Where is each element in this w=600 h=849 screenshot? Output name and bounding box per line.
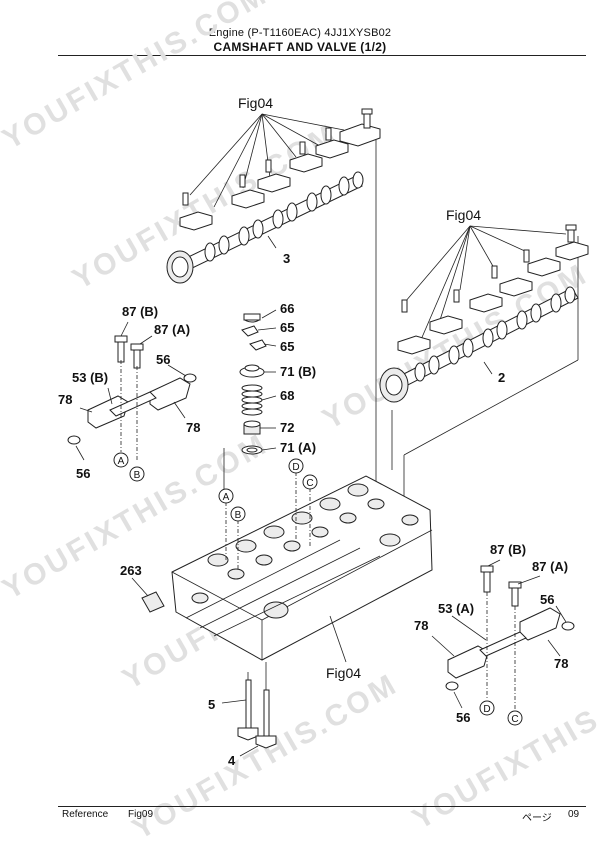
- watermark-text: YOUFIXTHIS.COM: [0, 0, 274, 156]
- circled-ref-d-right: D: [483, 704, 490, 715]
- valve-spring-stack: [239, 309, 277, 455]
- callout-part-56-right-bot: 56: [456, 710, 470, 725]
- callout-part-78-right-b: 78: [554, 656, 568, 671]
- callout-part-66: 66: [280, 301, 294, 316]
- rocker-left-centerlines: [120, 360, 138, 462]
- part-68-spring: [241, 384, 263, 416]
- cylinder-head: [171, 475, 433, 663]
- clip-56-left-bot: [67, 435, 81, 445]
- camshaft-exhaust-assembly: [166, 108, 381, 284]
- header-divider: [58, 55, 586, 56]
- callout-part-78-left-b: 78: [186, 420, 200, 435]
- callout-part-78-left-a: 78: [58, 392, 72, 407]
- bolt-87b-right: [483, 569, 491, 593]
- clip-56-right-bot: [445, 681, 459, 691]
- callout-part-78-right-a: 78: [414, 618, 428, 633]
- bearing-caps-top: [179, 108, 381, 231]
- rocker-arm-right-assembly: [431, 559, 575, 710]
- cylinder-head-ports: [191, 483, 419, 619]
- valve-stem-5: [245, 679, 252, 729]
- callout-part-4: 4: [228, 753, 236, 768]
- cylinder-head-details: [185, 539, 381, 637]
- footer-divider: [58, 806, 586, 807]
- rocker-arm-78-left-b: [149, 377, 191, 411]
- rocker-right-leaders: [431, 559, 567, 709]
- footer-page-label: ページ: [522, 813, 552, 824]
- circled-refs-left: A B: [113, 452, 145, 482]
- circled-ref-c-right: C: [511, 714, 518, 725]
- footer-page-number: 09: [568, 809, 580, 820]
- circled-ref-a-left: A: [118, 456, 125, 467]
- bearing-caps-right: [397, 224, 589, 355]
- callout-part-71a: 71 (A): [280, 440, 316, 455]
- valve-stem-4: [263, 689, 270, 737]
- rocker-arm-78-right-b: [519, 607, 561, 641]
- spring-leader-lines: [257, 309, 277, 451]
- callout-part-5: 5: [208, 697, 215, 712]
- callout-labels: Fig04 Fig04 Fig04 3 2 66 65 65 71 (B) 68…: [58, 95, 568, 768]
- callout-part-53b: 53 (B): [72, 370, 108, 385]
- leader-lines-fig04-right: [404, 225, 567, 343]
- callout-fig04-bottom: Fig04: [326, 665, 361, 681]
- valve-head-5: [237, 727, 259, 741]
- header-engine-model: Engine (P-T1160EAC) 4JJ1XYSB02: [208, 27, 392, 39]
- callout-part-56-left-top: 56: [156, 352, 170, 367]
- callout-part-87a-left: 87 (A): [154, 322, 190, 337]
- callout-part-65-b: 65: [280, 339, 294, 354]
- valve-head-4: [255, 735, 277, 749]
- bolt-87b-left: [117, 339, 125, 363]
- callout-part-263: 263: [120, 563, 142, 578]
- callout-part-87b-right: 87 (B): [490, 542, 526, 557]
- circled-ref-d-head: D: [292, 462, 299, 473]
- part-65-b: [249, 339, 267, 351]
- rocker-left-leaders: [75, 321, 187, 461]
- callout-part-65-a: 65: [280, 320, 294, 335]
- plug-263: [131, 577, 165, 613]
- rocker-shaft-53b: [109, 391, 157, 417]
- rocker-arm-78-left-a: [87, 395, 129, 429]
- circled-ref-a-head: A: [223, 492, 230, 503]
- callout-part-71b: 71 (B): [280, 364, 316, 379]
- callout-part-72: 72: [280, 420, 294, 435]
- camshaft-3: [166, 171, 364, 284]
- part-65-a: [241, 325, 259, 337]
- circled-refs-head: A B D C: [218, 458, 318, 570]
- footer-reference-value: Fig09: [128, 809, 154, 820]
- footer-reference-label: Reference: [62, 809, 109, 820]
- rocker-shaft-53a: [479, 631, 527, 657]
- circled-ref-c-head: C: [306, 478, 313, 489]
- bolt-87a-right: [511, 585, 519, 607]
- valves: [221, 662, 277, 757]
- callout-part-87b-left: 87 (B): [122, 304, 158, 319]
- camshaft-intake-assembly: [379, 224, 589, 403]
- header-section-title: CAMSHAFT AND VALVE (1/2): [213, 40, 387, 54]
- callout-part-3: 3: [283, 251, 290, 266]
- clip-56-left-top: [183, 373, 197, 383]
- rocker-arm-left-assembly: [67, 321, 225, 498]
- camshaft-2: [379, 286, 579, 403]
- bolt-87a-left: [133, 347, 141, 369]
- callout-part-68: 68: [280, 388, 294, 403]
- clip-56-right-top: [561, 621, 575, 631]
- callout-part-56-left-bot: 56: [76, 466, 90, 481]
- rocker-arm-78-right-a: [447, 645, 489, 679]
- callout-part-56-right-top: 56: [540, 592, 554, 607]
- callout-part-2: 2: [498, 370, 505, 385]
- callout-part-87a-right: 87 (A): [532, 559, 568, 574]
- circled-ref-b-left: B: [134, 470, 141, 481]
- callout-fig04-top: Fig04: [238, 95, 273, 111]
- rocker-right-centerlines: [486, 592, 516, 710]
- circled-refs-right: D C: [479, 700, 523, 726]
- circled-ref-b-head: B: [235, 510, 242, 521]
- callout-fig04-right: Fig04: [446, 207, 481, 223]
- callout-part-53a: 53 (A): [438, 601, 474, 616]
- leader-lines-fig04-top: [189, 113, 345, 208]
